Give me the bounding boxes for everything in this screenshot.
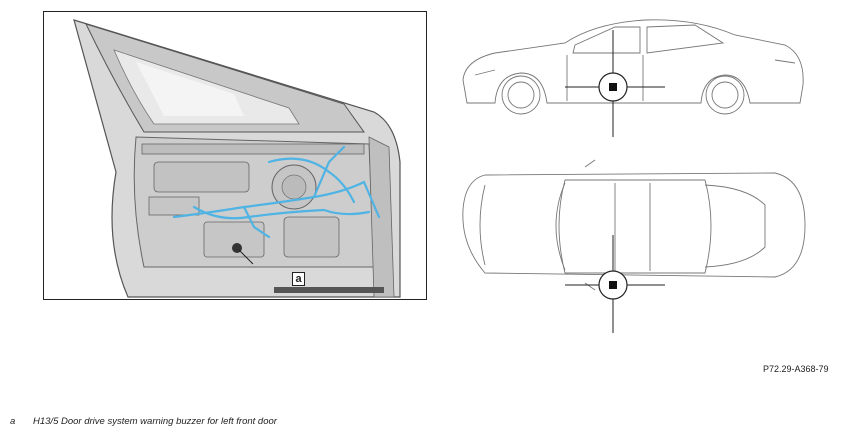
- callout-label-a: a: [292, 272, 305, 286]
- door-sill: [274, 287, 384, 293]
- crosshair-marker-icon: [565, 30, 665, 137]
- door-detail-illustration: a: [43, 11, 427, 300]
- legend-text: H13/5 Door drive system warning buzzer f…: [33, 416, 277, 427]
- door-interior-drawing: [73, 19, 401, 298]
- car-side-outline-icon: [462, 19, 804, 115]
- legend: a H13/5 Door drive system warning buzzer …: [10, 416, 277, 427]
- legend-key: a: [10, 416, 16, 427]
- vehicle-location-views: [462, 19, 806, 333]
- wiring-harness: [172, 145, 381, 239]
- crosshair-marker-icon: [565, 235, 665, 333]
- figure-reference-code: P72.29-A368-79: [763, 364, 829, 374]
- car-top-outline-icon: [462, 159, 806, 291]
- callout-leader-line: [238, 249, 254, 265]
